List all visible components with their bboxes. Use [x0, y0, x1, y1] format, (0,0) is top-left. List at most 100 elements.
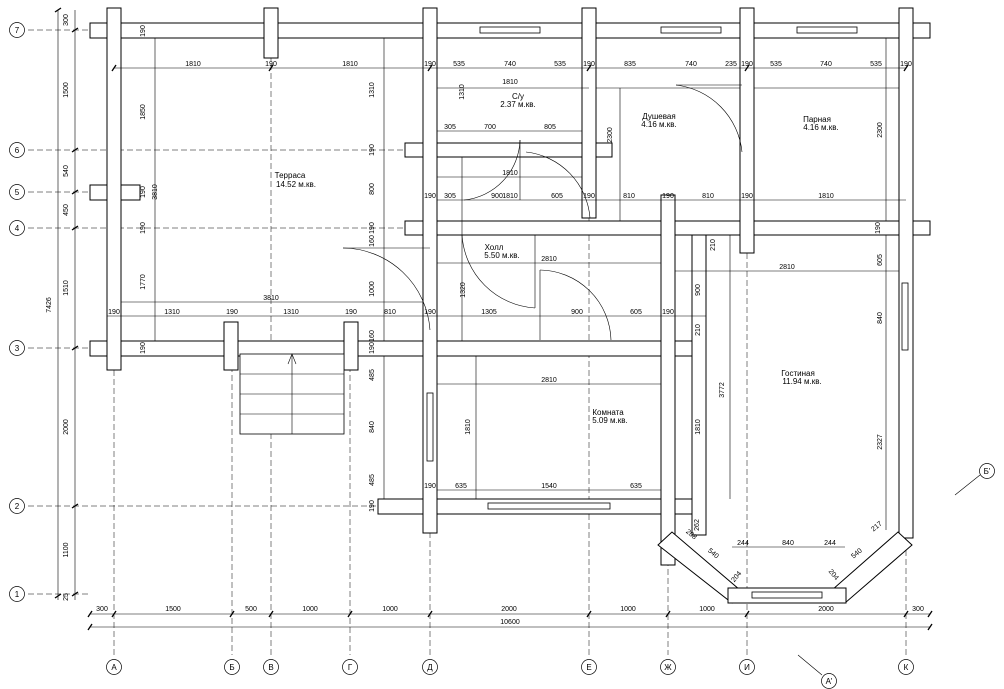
dim-left-4: 1510	[63, 280, 70, 296]
wall-axis-e	[581, 7, 597, 219]
dim-row3-1: 1310	[164, 309, 180, 316]
dim-left-3: 450	[63, 204, 70, 216]
svg-text:Душевая: Душевая	[642, 112, 675, 121]
dim-bottom-0: 300	[96, 606, 108, 613]
dim-row1810-6: 190	[741, 193, 753, 200]
dim-bay-4: 540	[850, 547, 864, 560]
dim-inner-11: 160	[369, 235, 376, 247]
dim-top-6: 535	[554, 61, 566, 68]
dim-top-7: 190	[583, 61, 595, 68]
dim-bay-3: 540	[706, 547, 720, 560]
dim-inner-1: 1850	[140, 104, 147, 120]
axis-markers-numeric: 7 6 5 4 3 2 1	[9, 22, 25, 602]
section-marks: Б' А'	[797, 463, 995, 689]
svg-text:Холл: Холл	[485, 243, 504, 252]
dim-left-5: 2000	[63, 419, 70, 435]
dim-inner-7: 1310	[369, 82, 376, 98]
dim-inner-14: 1320	[460, 282, 467, 298]
svg-text:2: 2	[15, 502, 20, 511]
dim-row3-10: 190	[662, 309, 674, 316]
axis-marker-v: В	[263, 659, 279, 675]
dim-komnata-4: 1810	[465, 419, 472, 435]
axis-marker-5: 5	[9, 184, 25, 200]
dim-inner-6: 190	[140, 342, 147, 354]
dim-bottom-5: 2000	[501, 606, 517, 613]
windows	[426, 26, 909, 599]
dim-mid-3: 605	[877, 254, 884, 266]
axis-marker-4: 4	[9, 220, 25, 236]
dim-komnata-3: 485	[369, 474, 376, 486]
dim-row3-2: 190	[226, 309, 238, 316]
dim-shower-2: 805	[544, 124, 556, 131]
dim-bay-8: 217	[870, 520, 884, 533]
axis-marker-6: 6	[9, 142, 25, 158]
axis-marker-2: 2	[9, 498, 25, 514]
dim-inner-13: 160	[369, 330, 376, 342]
dim-row1810-7: 1810	[818, 193, 834, 200]
room-shower: Душевая 4.16 м.кв.	[641, 112, 677, 129]
dim-top-9: 740	[685, 61, 697, 68]
svg-text:4: 4	[15, 224, 20, 233]
window-living	[901, 282, 909, 351]
dim-top-12: 535	[770, 61, 782, 68]
dim-top-1: 190	[265, 61, 277, 68]
svg-text:В: В	[268, 663, 273, 672]
dim-top-14: 535	[870, 61, 882, 68]
axis-marker-i: И	[739, 659, 755, 675]
axis-marker-3: 3	[9, 340, 25, 356]
svg-text:5.09 м.кв.: 5.09 м.кв.	[592, 416, 628, 425]
dim-row3810: 3810	[263, 295, 279, 302]
svg-text:6: 6	[15, 146, 20, 155]
svg-text:3: 3	[15, 344, 20, 353]
svg-text:Б: Б	[229, 663, 234, 672]
svg-text:А: А	[111, 663, 117, 672]
dim-komnata-5: 3772	[719, 382, 726, 398]
dim-bottom-7: 1000	[699, 606, 715, 613]
dim-inner-2: 190	[140, 186, 147, 198]
dim-hall-2: 900	[491, 193, 503, 200]
dim-shower-3: 2300	[607, 127, 614, 143]
dim-inner-4: 190	[140, 222, 147, 234]
axis-marker-k: К	[898, 659, 914, 675]
dim-row1810-4: 190	[662, 193, 674, 200]
dim-row3-7: 1305	[481, 309, 497, 316]
dim-row3-11: 210	[695, 324, 702, 336]
window-bay	[751, 591, 823, 599]
wall-axis-v	[263, 7, 279, 59]
room-bathroom: С/у 2.37 м.кв.	[500, 92, 536, 109]
svg-text:К: К	[904, 663, 909, 672]
svg-text:И: И	[744, 663, 750, 672]
dim-mid-4: 900	[695, 284, 702, 296]
dim-top-10: 235	[725, 61, 737, 68]
svg-text:Парная: Парная	[803, 115, 831, 124]
wall-inner-hall	[691, 234, 707, 536]
axis-marker-g: Г	[342, 659, 358, 675]
dim-left-6: 1100	[63, 542, 70, 557]
dim-top-13: 740	[820, 61, 832, 68]
room-labels: Терраса 14.52 м.кв. С/у 2.37 м.кв. Душев…	[275, 92, 839, 425]
axis-marker-1: 1	[9, 586, 25, 602]
dim-row2-2: 1540	[541, 483, 557, 490]
window-komnata-left	[426, 392, 434, 462]
dim-su-height: 1310	[459, 84, 466, 100]
dim-top-2: 1810	[342, 61, 358, 68]
window-steam	[796, 26, 858, 34]
section-mark-b	[979, 463, 995, 479]
dim-hall-1: 305	[444, 193, 456, 200]
dim-bottom-8: 2000	[818, 606, 834, 613]
svg-text:5.50 м.кв.: 5.50 м.кв.	[484, 251, 520, 260]
dim-mid-2: 210	[710, 239, 717, 251]
svg-text:11.94 м.кв.: 11.94 м.кв.	[782, 377, 821, 386]
dimension-lines	[54, 7, 933, 631]
doors	[342, 84, 743, 341]
dim-komnata-6: 1810	[695, 419, 702, 435]
dim-shower-4: 2300	[877, 122, 884, 138]
dim-inner-8: 190	[369, 144, 376, 156]
dim-left-0: 300	[63, 14, 70, 26]
wall-axis-6	[404, 142, 613, 158]
dim-top-0: 1810	[185, 61, 201, 68]
svg-text:2.37 м.кв.: 2.37 м.кв.	[500, 100, 536, 109]
dim-bay-5: 262	[694, 519, 701, 531]
wall-axis-i	[739, 7, 755, 254]
axis-marker-d: Д	[422, 659, 438, 675]
